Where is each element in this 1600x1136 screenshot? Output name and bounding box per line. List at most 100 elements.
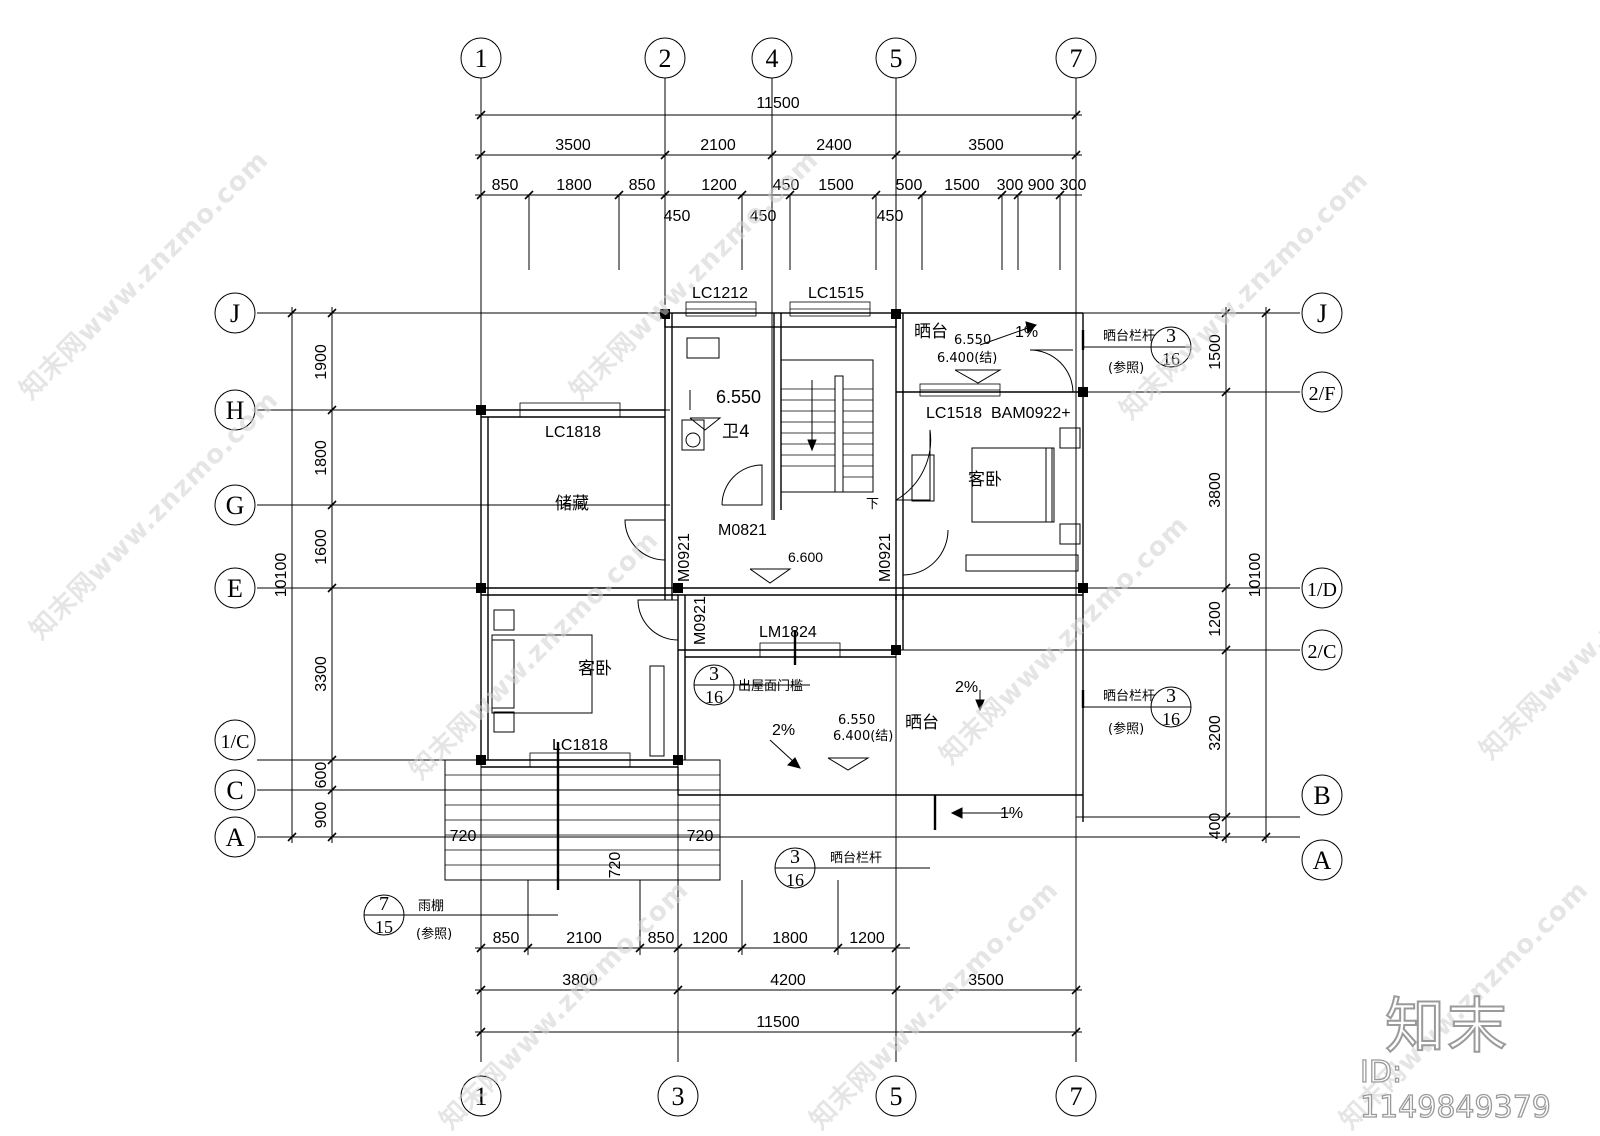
dim-top-sub-2: 450: [750, 208, 777, 225]
dim-canopy-2: 720: [687, 828, 714, 845]
callout-railing-3-sheet: 16: [786, 870, 804, 890]
callout-railing-2-text: 晒台栏杆: [1103, 689, 1155, 704]
label-slope-1a: 1%: [1015, 324, 1038, 341]
dim-left-1: 1900: [313, 344, 330, 380]
axis-right-B: B: [1313, 781, 1330, 810]
axis-left-E: E: [227, 574, 243, 603]
label-elev-6550-terrace2: 6.550: [954, 333, 991, 348]
label-slope-1b: 1%: [1000, 805, 1023, 822]
label-elev-6600: 6.600: [788, 549, 823, 565]
axis-left-A: A: [226, 823, 245, 852]
axis-left-1C: 1/C: [221, 731, 250, 753]
callout-railing-3-text: 晒台栏杆: [830, 851, 882, 866]
axis-left-G: G: [226, 491, 245, 520]
callout-railing-2-sheet: 16: [1162, 709, 1180, 729]
dim-top-row3-6: 1500: [818, 177, 854, 194]
axis-left-C: C: [226, 776, 243, 805]
label-down: 下: [866, 497, 879, 512]
label-m0921-b: M0921: [877, 533, 894, 582]
room-storage: 储藏: [555, 494, 589, 514]
label-elev-6400-terrace2: 6.400(结): [937, 351, 997, 366]
dim-top-row3-11: 300: [1060, 177, 1087, 194]
dim-right-4: 3200: [1207, 715, 1224, 751]
label-m0921-a: M0921: [676, 533, 693, 582]
label-slope-2b: 2%: [955, 679, 978, 696]
axis-top-7: 7: [1070, 44, 1083, 73]
label-m0821: M0821: [718, 522, 767, 539]
room-guest-room-left: 客卧: [578, 659, 612, 679]
dim-top-row3-7: 500: [896, 177, 923, 194]
dim-top-row3-10: 900: [1028, 177, 1055, 194]
label-bam0922: BAM0922+: [991, 405, 1071, 422]
label-elev-6550: 6.550: [716, 387, 761, 407]
dim-top-row3-8: 1500: [944, 177, 980, 194]
callout-canopy-sheet: 15: [375, 917, 393, 937]
axis-top-5: 5: [890, 44, 903, 73]
axis-bottom-5: 5: [890, 1082, 903, 1111]
dim-top-row3-9: 300: [997, 177, 1024, 194]
dim-top-row2-4: 3500: [968, 137, 1004, 154]
dim-top-sub-3: 450: [877, 208, 904, 225]
room-guest-room-right: 客卧: [968, 470, 1002, 490]
axis-left-H: H: [226, 396, 245, 425]
room-terrace-bottom: 晒台: [905, 713, 939, 733]
axis-bottom-1: 1: [475, 1082, 488, 1111]
label-lc1212: LC1212: [692, 285, 748, 302]
axis-right-2F: 2/F: [1309, 383, 1336, 405]
dim-top-total: 11500: [756, 95, 799, 112]
dim-canopy-1: 720: [450, 828, 477, 845]
dim-top-row3-5: 450: [773, 177, 800, 194]
dim-top-row3-3: 850: [629, 177, 656, 194]
axis-bottom-7: 7: [1070, 1082, 1083, 1111]
axis-top-2: 2: [659, 44, 672, 73]
dim-bottom-row2-3: 3500: [968, 972, 1004, 989]
axis-left-J: J: [230, 299, 240, 328]
dim-left-2: 1800: [313, 440, 330, 476]
dim-left-3: 1600: [313, 529, 330, 565]
callout-railing-1-note: (参照): [1108, 360, 1144, 376]
label-lc1515: LC1515: [808, 285, 864, 302]
dim-top-row3-4: 1200: [701, 177, 737, 194]
label-lc1818-top: LC1818: [545, 424, 601, 441]
callout-railing-1-text: 晒台栏杆: [1103, 329, 1155, 344]
callout-railing-1-sheet: 16: [1162, 349, 1180, 369]
room-bathroom: 卫4: [722, 422, 750, 442]
callout-canopy-note: (参照): [416, 926, 452, 942]
axis-right-J: J: [1317, 299, 1327, 328]
dim-bottom-row1-6: 1200: [849, 930, 885, 947]
dim-top-sub-1: 450: [664, 208, 691, 225]
callout-threshold-sheet: 16: [705, 687, 723, 707]
callout-threshold-num: 3: [709, 663, 719, 685]
callout-railing-3-num: 3: [790, 846, 800, 868]
label-elev-6400-terrace1: 6.400(结): [833, 729, 893, 744]
dim-left-4: 3300: [313, 656, 330, 692]
dim-bottom-row1-5: 1800: [772, 930, 808, 947]
dim-bottom-total: 11500: [756, 1014, 799, 1031]
axis-top-4: 4: [766, 44, 779, 73]
dim-top-row2-3: 2400: [816, 137, 852, 154]
dim-left-6: 900: [313, 802, 330, 829]
callout-canopy-num: 7: [379, 893, 389, 915]
dim-right-2: 3800: [1207, 472, 1224, 508]
callout-canopy-text: 雨棚: [418, 899, 444, 914]
dim-bottom-row1-4: 1200: [692, 930, 728, 947]
label-slope-2a: 2%: [772, 722, 795, 739]
dim-bottom-row2-2: 4200: [770, 972, 806, 989]
label-m0921-c: M0921: [692, 596, 709, 645]
brand-logo: 知末: [1384, 991, 1509, 1063]
label-lc1518: LC1518: [926, 405, 982, 422]
room-terrace-top: 晒台: [914, 322, 948, 342]
brand-id: ID: 1149849379: [1359, 1054, 1551, 1125]
dim-right-total: 10100: [1247, 553, 1264, 598]
dim-top-row2-2: 2100: [700, 137, 736, 154]
dim-canopy-3: 720: [607, 852, 624, 879]
axis-right-A: A: [1313, 846, 1332, 875]
label-lc1818-bottom: LC1818: [552, 737, 608, 754]
callout-railing-2-note: (参照): [1108, 721, 1144, 737]
axis-top-1: 1: [475, 44, 488, 73]
callout-railing-2-num: 3: [1166, 685, 1176, 707]
dim-right-5: 400: [1207, 813, 1224, 840]
dim-bottom-row2-1: 3800: [562, 972, 598, 989]
label-lm1824: LM1824: [759, 624, 817, 641]
